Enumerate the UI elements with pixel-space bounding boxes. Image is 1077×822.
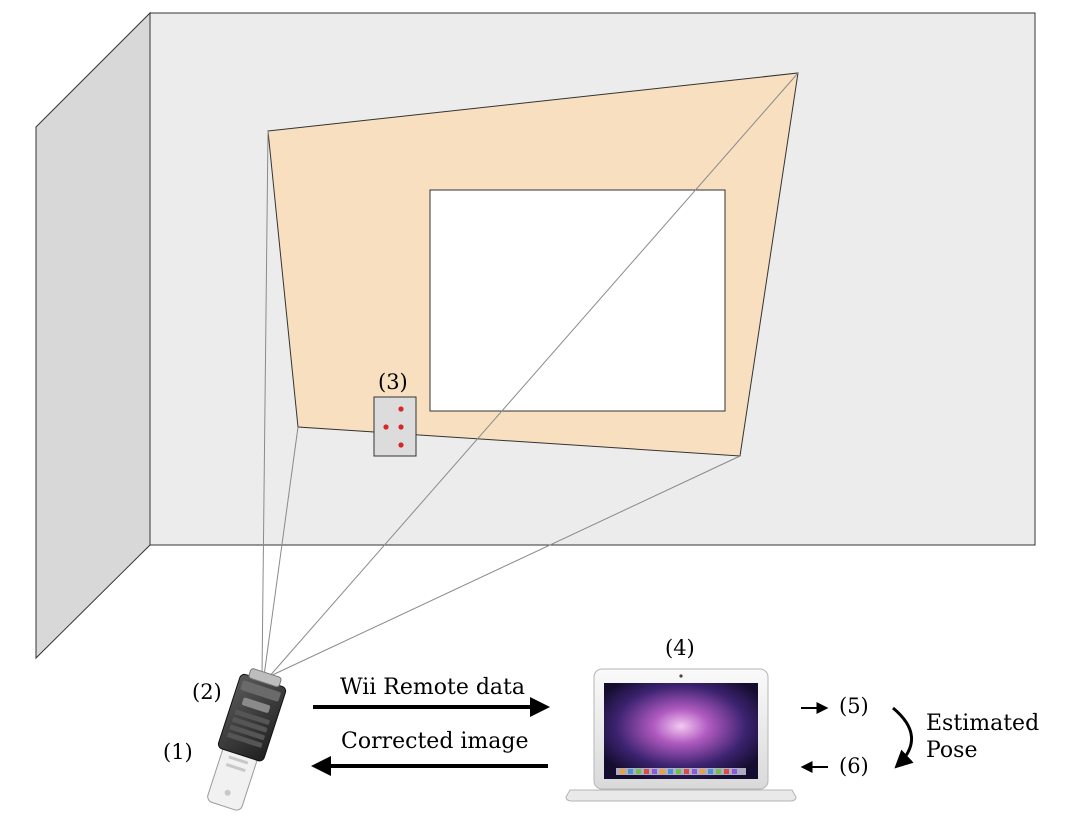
label-wii-remote-data: Wii Remote data bbox=[340, 677, 525, 699]
label-estimated: Estimated bbox=[926, 713, 1039, 735]
side-wall bbox=[36, 13, 150, 658]
label-laptop: (4) bbox=[665, 638, 695, 659]
label-corrected-image: Corrected image bbox=[341, 731, 529, 753]
corrected-image-area bbox=[430, 190, 725, 411]
ir-led-marker-panel-icon bbox=[374, 397, 416, 456]
label-step-6: (6) bbox=[839, 756, 869, 777]
label-step-5: (5) bbox=[839, 696, 869, 717]
label-ir-panel: (3) bbox=[378, 372, 408, 393]
curved-arrow-pose bbox=[893, 708, 912, 766]
label-projector: (2) bbox=[192, 682, 222, 703]
macbook-laptop-icon bbox=[566, 669, 796, 801]
label-remote: (1) bbox=[163, 742, 193, 763]
label-pose: Pose bbox=[926, 740, 977, 762]
